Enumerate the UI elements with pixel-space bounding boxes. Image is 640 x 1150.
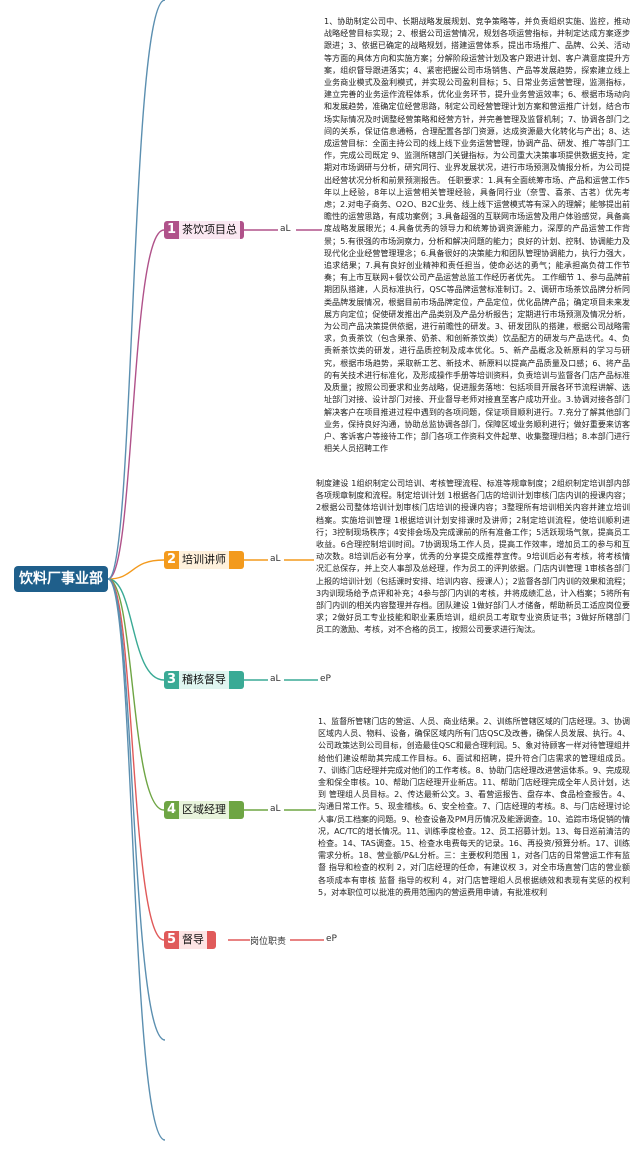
branch-number: 2 (167, 552, 177, 567)
branch-number: 4 (167, 802, 177, 817)
root-node[interactable]: 饮料厂事业部 (14, 566, 108, 592)
branch-5-subnode[interactable]: 岗位职责 (250, 937, 287, 947)
branch-2-description: 制度建设 1组织制定公司培训、考核管理流程、标准等规章制度；2组织制定培训部内部… (316, 479, 630, 635)
branch-3-subnode[interactable]: aL (270, 674, 281, 684)
branch-number: 3 (167, 672, 177, 687)
branch-1-description: 1、协助制定公司中、长期战略发展规划、竞争策略等，并负责组织实施、监控，推动战略… (324, 17, 630, 454)
connector-root-branch-4 (107, 578, 165, 811)
branch-4-description: 1、监督所管辖门店的营运、人员、商业结果。2、训练所管辖区域的门店经理。3、协调… (318, 717, 630, 897)
branch-1-subnode[interactable]: aL (280, 224, 291, 234)
branch-number: 5 (167, 932, 177, 947)
branch-label: 稽核督导 (179, 671, 230, 689)
branch-label: 区域经理 (179, 801, 230, 819)
connector-root-branch-2 (107, 559, 165, 580)
connector-root-upper (107, 0, 166, 580)
branch-node-3[interactable]: 3 稽核督导 (164, 671, 244, 689)
connector-root-lower-2 (107, 578, 166, 1141)
connector-root-branch-1 (107, 229, 165, 580)
branch-label: 督导 (179, 931, 208, 949)
branch-number: 1 (167, 222, 177, 237)
connector-root-lower-1 (107, 578, 166, 1041)
connector-root-branch-3 (107, 578, 165, 681)
branch-3-subnode-2[interactable]: eP (320, 674, 331, 684)
branch-node-5[interactable]: 5 督导 (164, 931, 216, 949)
branch-4-subnode[interactable]: aL (270, 804, 281, 814)
branch-label: 茶饮项目总 (179, 221, 241, 239)
branch-node-1[interactable]: 1 茶饮项目总 (164, 221, 244, 239)
branch-node-4[interactable]: 4 区域经理 (164, 801, 244, 819)
branch-5-subnode-2[interactable]: eP (326, 934, 337, 944)
connector-root-branch-5 (107, 578, 165, 941)
branch-2-subnode[interactable]: aL (270, 554, 281, 564)
branch-label: 培训讲师 (179, 551, 230, 569)
branch-node-2[interactable]: 2 培训讲师 (164, 551, 244, 569)
